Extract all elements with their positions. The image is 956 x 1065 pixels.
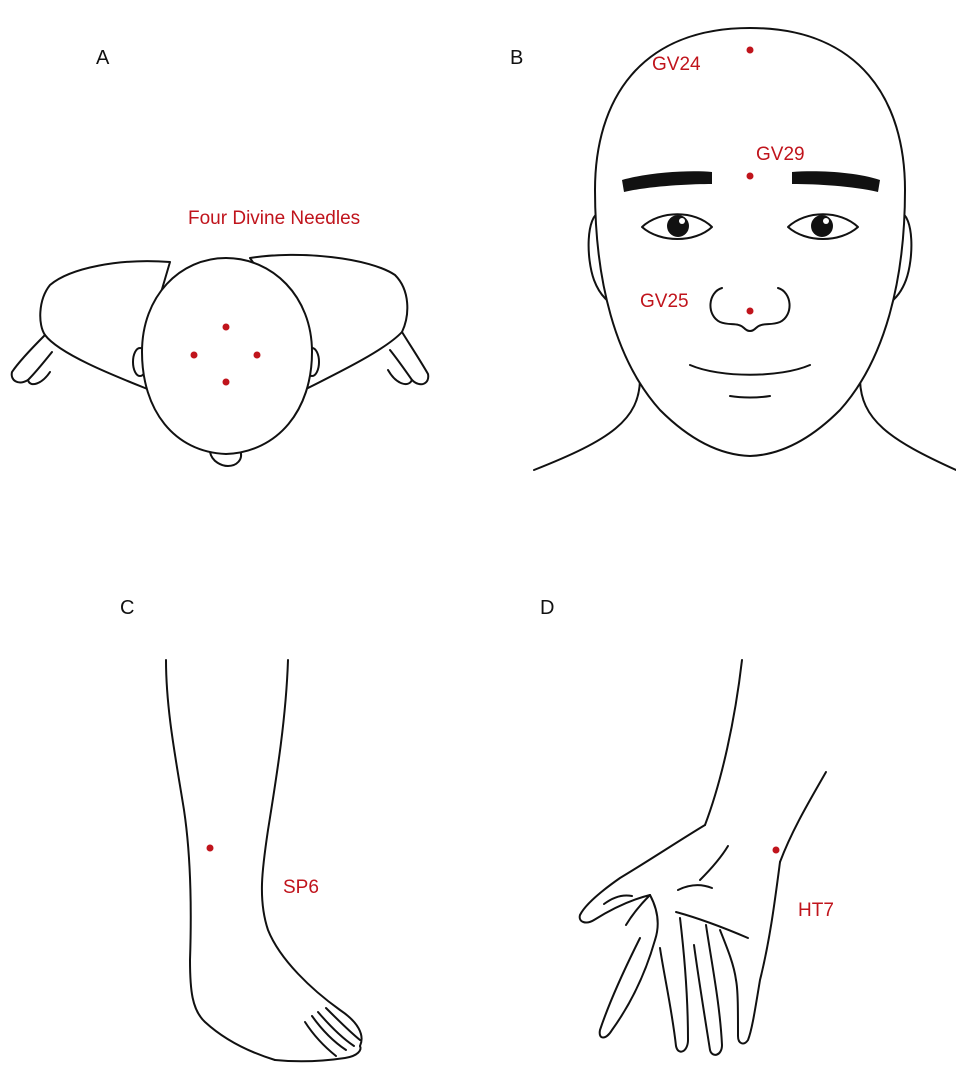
panel-b-letter: B xyxy=(510,47,523,69)
panel-a-letter: A xyxy=(96,47,110,69)
gv29-point xyxy=(747,173,754,180)
ht7-label: HT7 xyxy=(798,900,834,921)
panel-b: B xyxy=(510,28,956,470)
four-divine-needles-label: Four Divine Needles xyxy=(188,208,360,229)
hand-outline xyxy=(580,660,826,1055)
needle-point-back xyxy=(223,379,230,386)
panel-c-letter: C xyxy=(120,597,134,619)
gv25-label: GV25 xyxy=(640,291,689,312)
needle-point-right xyxy=(254,352,261,359)
leg-outline xyxy=(166,660,362,1061)
face-outline xyxy=(534,28,956,470)
panel-a: A Four Divine Needles xyxy=(12,47,429,466)
gv29-label: GV29 xyxy=(756,144,805,165)
gv24-point xyxy=(747,47,754,54)
panel-d: D HT7 xyxy=(540,597,834,1055)
ht7-point xyxy=(773,847,780,854)
gv24-label: GV24 xyxy=(652,54,701,75)
gv25-point xyxy=(747,308,754,315)
needle-point-front xyxy=(223,324,230,331)
needle-point-left xyxy=(191,352,198,359)
panel-d-letter: D xyxy=(540,597,554,619)
sp6-point xyxy=(207,845,214,852)
panel-c: C SP6 xyxy=(120,597,362,1061)
sp6-label: SP6 xyxy=(283,877,319,898)
